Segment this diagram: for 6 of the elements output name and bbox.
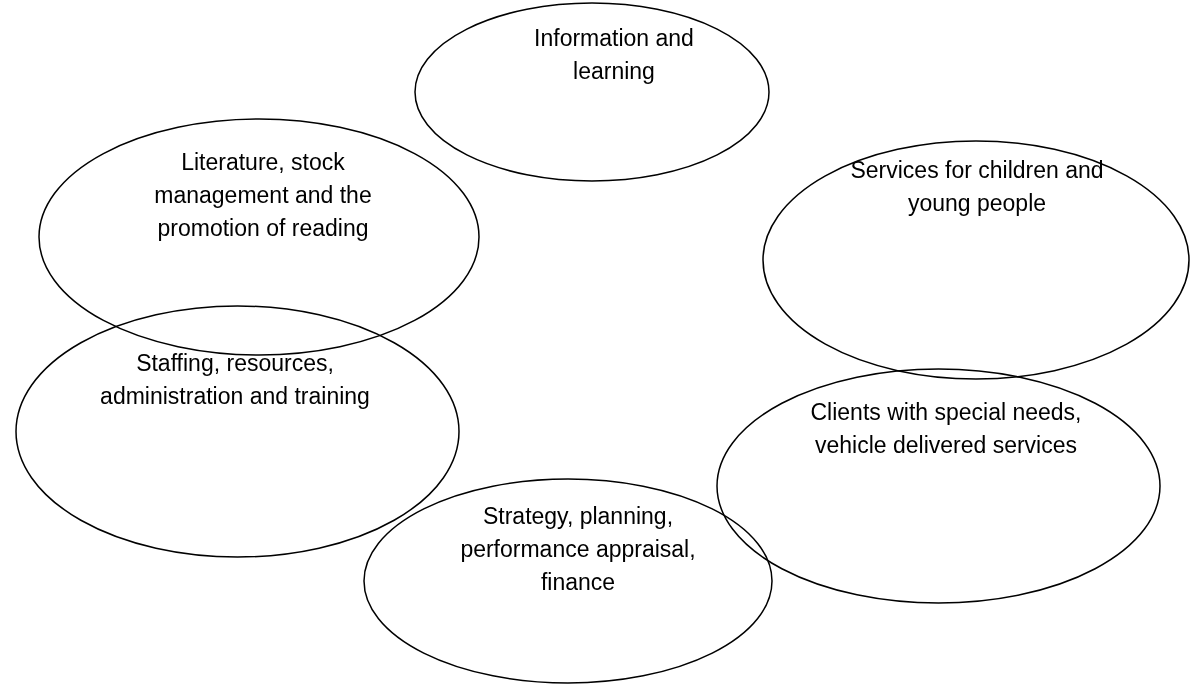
ellipse-label: Strategy, planning, performance appraisal, finance: [459, 502, 697, 597]
ellipse-label: Information and learning: [533, 24, 695, 86]
ellipse-label: Literature, stock management and the promotion of reading: [153, 148, 373, 243]
ellipse-label: Staffing, resources, administration and training: [99, 349, 371, 411]
ellipse-label: Clients with special needs, vehicle delivered services: [809, 398, 1083, 460]
ellipse-label: Services for children and young people: [849, 156, 1105, 218]
